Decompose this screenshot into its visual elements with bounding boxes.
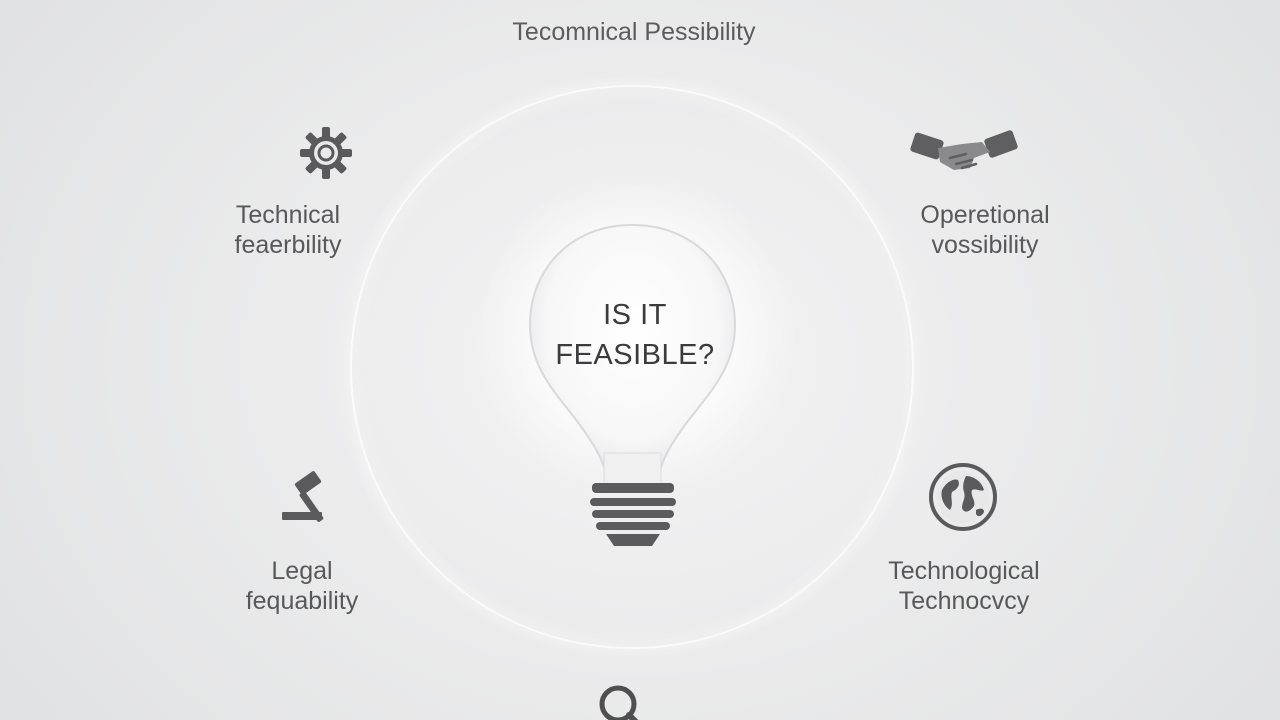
label-operational-line-1: Operetional	[920, 201, 1050, 229]
label-technical-line-2: feaerbility	[234, 231, 342, 259]
handshake-icon	[910, 130, 1018, 170]
gavel-icon	[282, 471, 324, 522]
label-legal: Legal fequability	[222, 556, 382, 616]
lightbulb-icon	[528, 223, 737, 546]
label-operational: Operetional vossibility	[895, 200, 1075, 260]
globe-icon	[929, 463, 997, 531]
label-operational-line-2: vossibility	[931, 231, 1039, 259]
center-line-1: IS IT	[603, 299, 667, 331]
label-technological: Technological Technocvcy	[862, 556, 1066, 616]
top-title: Tecomnical Pessibility	[512, 18, 756, 46]
label-technological-line-1: Technological	[888, 557, 1040, 585]
label-technical: Technical feaerbility	[206, 200, 370, 260]
center-question: IS IT FEASIBLE?	[520, 295, 750, 375]
center-line-2: FEASIBLE?	[555, 339, 715, 371]
label-legal-line-1: Legal	[271, 557, 333, 585]
magnifier-icon	[599, 685, 639, 720]
gear-icon	[300, 127, 352, 179]
label-technical-line-1: Technical	[235, 201, 341, 229]
label-legal-line-2: fequability	[245, 587, 359, 615]
outer-ring	[350, 85, 914, 649]
label-technological-line-2: Technocvcy	[898, 587, 1030, 615]
